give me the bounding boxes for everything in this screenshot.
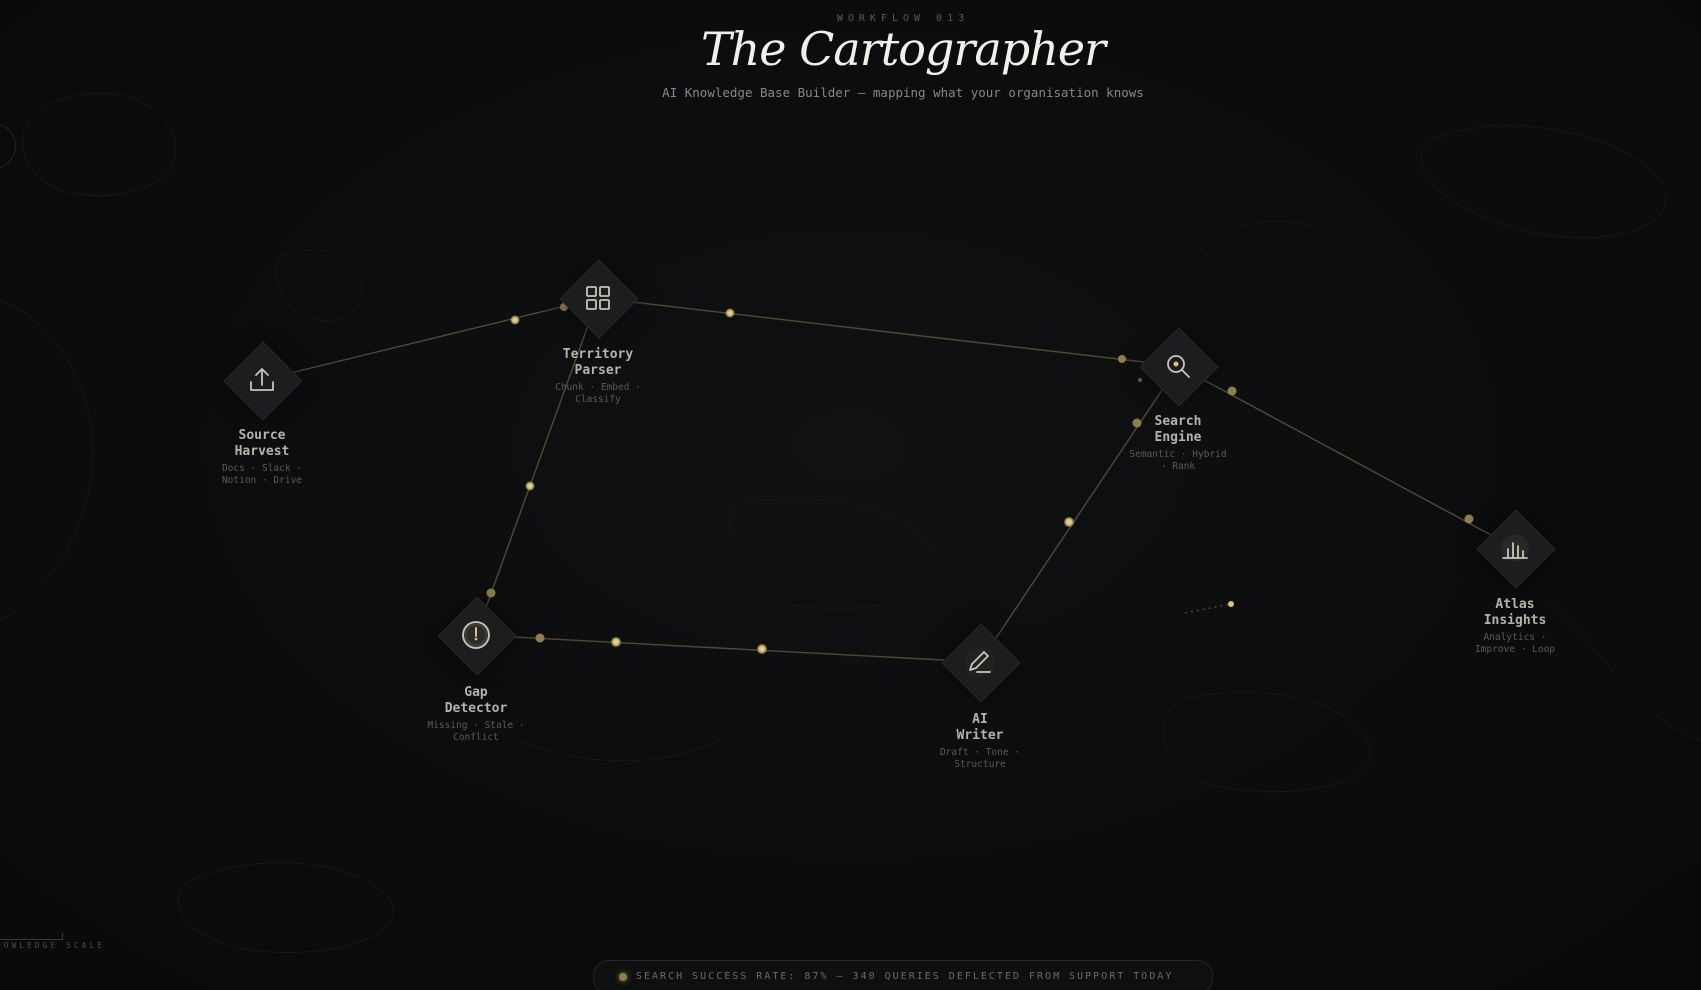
pulse-dot [1138, 378, 1142, 382]
pulse-dot [1228, 601, 1234, 607]
node-tags: Chunk · Embed ·Classify [555, 382, 641, 405]
workflow-eyebrow: WORKFLOW 013 [836, 13, 970, 24]
status-bar: SEARCH SUCCESS RATE: 87% — 340 QUERIES D… [593, 960, 1213, 990]
wire-writer-to-search [979, 365, 1179, 663]
wire-gap-to-writer [475, 634, 981, 663]
node-tags: Analytics ·Improve · Loop [1474, 632, 1556, 655]
grid-icon [586, 286, 610, 310]
pulse-dot [1227, 386, 1237, 396]
wire-stray [1184, 603, 1232, 614]
node-search-engine[interactable] [1138, 326, 1219, 407]
node-source-harvest[interactable] [222, 340, 303, 421]
status-text: SEARCH SUCCESS RATE: 87% — 340 QUERIES D… [636, 971, 1174, 982]
pulse-dot [756, 643, 768, 655]
node-gap-detector[interactable] [436, 595, 517, 676]
wire-territory-to-search [597, 297, 1179, 367]
gauge-icon [462, 621, 490, 649]
wire-source-to-territory [261, 297, 599, 381]
search-icon [1167, 355, 1190, 378]
pulse-dot [535, 633, 545, 643]
upload-icon [250, 368, 274, 391]
pulse-dot [510, 315, 520, 325]
wire-territory-to-gap [475, 297, 599, 636]
node-tags: Semantic · Hybrid· Rank [1129, 449, 1227, 472]
node-atlas-insights[interactable] [1475, 508, 1556, 589]
scale-label: KNOWLEDGE SCALE [0, 941, 106, 950]
node-tags: Draft · Tone ·Structure [939, 747, 1021, 770]
page-subtitle: AI Knowledge Base Builder — mapping what… [662, 85, 1144, 100]
pulse-dot [525, 481, 535, 491]
bar-chart-icon [1501, 534, 1529, 562]
pulse-dot [610, 636, 622, 648]
pulse-dot [1118, 355, 1126, 363]
node-tags: Docs · Slack ·Notion · Drive [221, 463, 303, 486]
wire-search-to-atlas [1177, 365, 1516, 549]
node-territory-parser[interactable] [558, 258, 639, 339]
pulse-dot [1464, 514, 1474, 524]
pulse-dot [725, 308, 735, 318]
pencil-icon [965, 647, 995, 677]
knowledge-scale: KNOWLEDGE SCALE [0, 933, 102, 950]
node-ai-writer[interactable] [940, 622, 1021, 703]
scale-bar [0, 933, 63, 940]
node-tags: Missing · Stale ·Conflict [427, 720, 525, 743]
page-title: The Cartographer [700, 22, 1106, 76]
pulse-dot [1132, 418, 1142, 428]
pulse-dot [1063, 516, 1075, 528]
pulse-dot [486, 588, 496, 598]
status-dot [619, 973, 627, 981]
